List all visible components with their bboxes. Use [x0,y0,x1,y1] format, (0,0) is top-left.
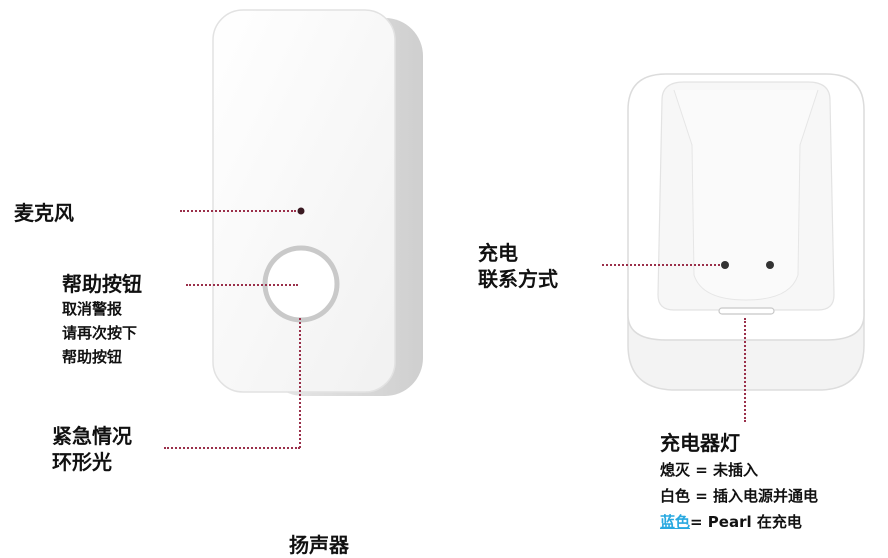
help-button-desc-3: 帮助按钮 [62,348,123,366]
help-button-label: 帮助按钮 [62,272,142,296]
contact-right [766,261,774,269]
charger-light-leader [744,318,746,422]
blue-word: 蓝色 [660,513,691,531]
ring-leader-vertical [299,318,301,448]
charger-light-off: 熄灭 = 未插入 [660,461,759,479]
charger-light-white: 白色 = 插入电源并通电 [660,487,819,505]
microphone-leader [180,210,296,212]
microphone-label: 麦克风 [14,201,74,225]
pendant-device [212,9,423,396]
charger-light-slot [718,307,775,315]
charge-contacts-leader [602,264,720,266]
charger-light-title: 充电器灯 [660,431,740,455]
help-button-desc-2: 请再次按下 [62,324,138,342]
help-button-desc-1: 取消警报 [62,300,123,318]
charger-light-blue: 蓝色= Pearl 在充电 [660,510,802,534]
contact-left [721,261,729,269]
emergency-ring-label-2: 环形光 [52,450,112,474]
charge-contacts-label-1: 充电 [478,241,518,265]
help-button-leader [186,284,298,286]
emergency-ring-label-1: 紧急情况 [52,424,132,448]
ring-leader-horizontal [164,447,300,449]
charger-device [627,73,865,391]
blue-rest: = Pearl 在充电 [690,513,802,531]
charge-contacts-label-2: 联系方式 [478,267,558,291]
microphone-hole [297,207,305,215]
speaker-label: 扬声器 [289,533,349,557]
